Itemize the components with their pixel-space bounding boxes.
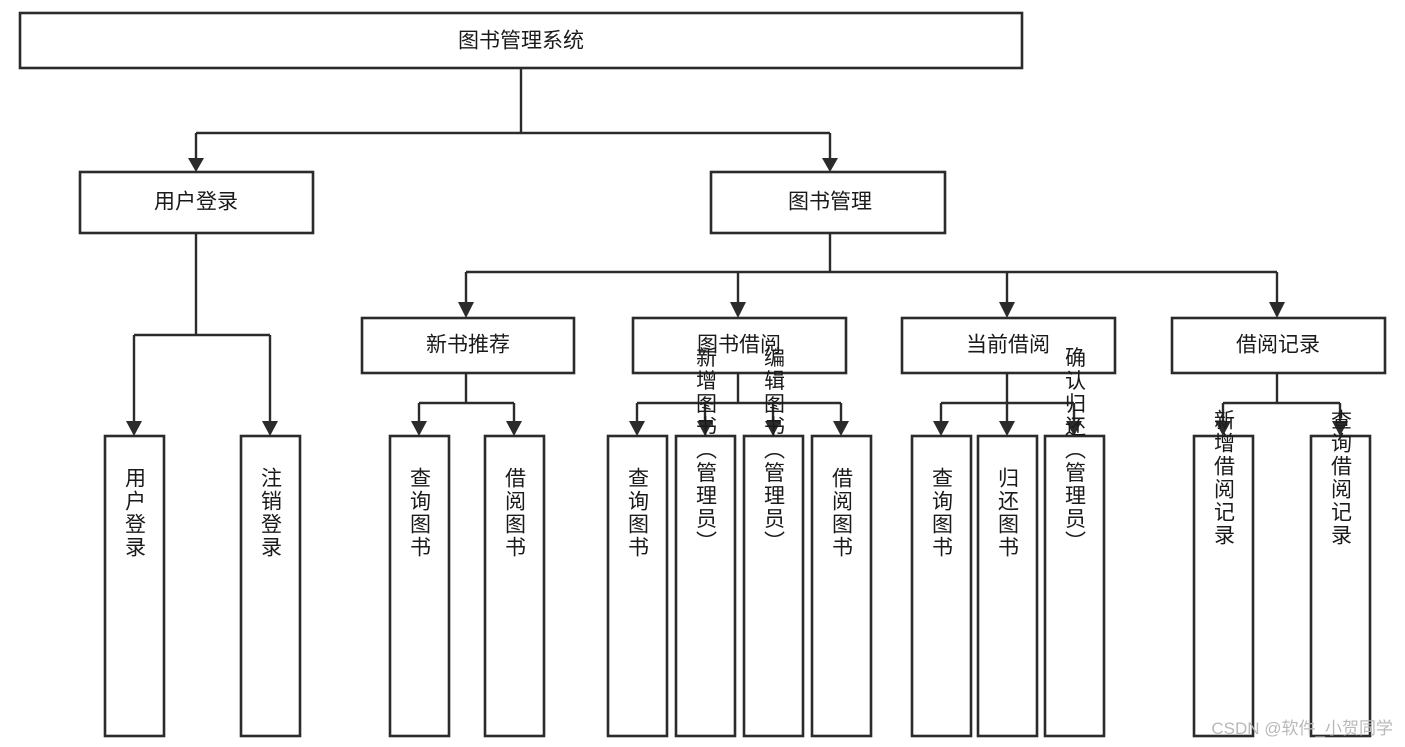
node-leaf-add-record-label: 新增借阅记录 (1212, 409, 1236, 547)
arrowhead-leaf-query-book-3 (933, 421, 949, 436)
node-root[interactable]: 图书管理系统 (18, 11, 1024, 70)
arrowhead-leaf-query-book-1 (411, 421, 427, 436)
node-leaf-confirm-return-box[interactable] (1043, 434, 1106, 738)
arrowhead-leaf-borrow-book-1 (506, 421, 522, 436)
node-leaf-user-login[interactable]: 用户登录 (103, 434, 166, 738)
node-borrow-record-box[interactable] (1170, 316, 1387, 375)
node-current-borrow[interactable]: 当前借阅 (900, 316, 1117, 375)
watermark-text: CSDN @软件_小贺同学 (1211, 719, 1393, 738)
node-leaf-add-book[interactable]: 新增图书（管理员） (674, 347, 737, 738)
node-leaf-query-book-2-label: 查询图书 (626, 467, 650, 559)
node-leaf-query-book-1-box[interactable] (388, 434, 451, 738)
node-leaf-logout[interactable]: 注销登录 (239, 434, 302, 738)
connector-group (126, 68, 1348, 436)
node-leaf-borrow-book-1-label: 借阅图书 (503, 467, 527, 559)
node-book-borrow-label: 图书借阅 (697, 334, 781, 357)
node-leaf-return-book-box[interactable] (976, 434, 1039, 738)
arrowhead-leaf-add-record (1215, 421, 1231, 436)
node-leaf-query-record-label: 查询借阅记录 (1329, 409, 1353, 547)
node-leaf-borrow-book-2[interactable]: 借阅图书 (810, 434, 873, 738)
node-leaf-borrow-book-2-box[interactable] (810, 434, 873, 738)
node-current-borrow-label: 当前借阅 (966, 334, 1050, 357)
node-user-login-box[interactable] (78, 170, 315, 235)
node-book-manage-box[interactable] (709, 170, 947, 235)
node-new-book-rec[interactable]: 新书推荐 (360, 316, 576, 375)
node-root-box[interactable] (18, 11, 1024, 70)
node-user-login[interactable]: 用户登录 (78, 170, 315, 235)
node-leaf-query-record[interactable]: 查询借阅记录 (1309, 409, 1372, 738)
node-leaf-borrow-book-1[interactable]: 借阅图书 (483, 434, 546, 738)
node-leaf-confirm-return[interactable]: 确认归还（管理员） (1043, 347, 1106, 738)
node-leaf-add-book-label: 新增图书（管理员） (694, 347, 718, 554)
node-leaf-add-record-box[interactable] (1192, 434, 1255, 738)
arrowhead-leaf-user-login (126, 421, 142, 436)
node-leaf-user-login-box[interactable] (103, 434, 166, 738)
node-leaf-query-record-box[interactable] (1309, 434, 1372, 738)
arrowhead-leaf-add-book (697, 421, 713, 436)
node-leaf-edit-book-box[interactable] (742, 434, 805, 738)
node-current-borrow-box[interactable] (900, 316, 1117, 375)
node-book-manage-label: 图书管理 (788, 191, 872, 214)
node-leaf-query-book-1[interactable]: 查询图书 (388, 434, 451, 738)
arrowhead-leaf-borrow-book-2 (833, 421, 849, 436)
arrowhead-book-manage (822, 158, 838, 172)
node-leaf-query-book-2-box[interactable] (606, 434, 669, 738)
node-new-book-rec-label: 新书推荐 (426, 334, 510, 357)
arrowhead-leaf-return-book (999, 421, 1015, 436)
arrowhead-leaf-query-record (1332, 421, 1348, 436)
node-leaf-add-record[interactable]: 新增借阅记录 (1192, 409, 1255, 738)
node-leaf-user-login-label: 用户登录 (123, 467, 147, 559)
node-leaf-query-book-1-label: 查询图书 (408, 467, 432, 559)
node-leaf-edit-book[interactable]: 编辑图书（管理员） (742, 347, 805, 738)
node-leaf-edit-book-label: 编辑图书（管理员） (762, 347, 786, 554)
node-borrow-record-label: 借阅记录 (1236, 334, 1320, 357)
node-leaf-borrow-book-2-label: 借阅图书 (830, 467, 854, 559)
node-leaf-query-book-2[interactable]: 查询图书 (606, 434, 669, 738)
node-book-borrow-box[interactable] (631, 316, 848, 375)
node-user-login-label: 用户登录 (154, 191, 238, 214)
node-borrow-record[interactable]: 借阅记录 (1170, 316, 1387, 375)
arrowhead-leaf-edit-book (765, 421, 781, 436)
arrowhead-leaf-logout (262, 421, 278, 436)
node-leaf-return-book-label: 归还图书 (996, 467, 1020, 559)
node-leaf-query-book-3-box[interactable] (910, 434, 973, 738)
arrowhead-book-borrow (730, 302, 746, 318)
node-leaf-add-book-box[interactable] (674, 434, 737, 738)
node-leaf-logout-label: 注销登录 (259, 467, 283, 559)
arrowhead-current-borrow (999, 302, 1015, 318)
arrowhead-leaf-query-book-2 (629, 421, 645, 436)
node-leaf-confirm-return-label: 确认归还（管理员） (1063, 347, 1087, 554)
arrowhead-user-login (188, 158, 204, 172)
node-root-label: 图书管理系统 (458, 30, 584, 53)
node-leaf-logout-box[interactable] (239, 434, 302, 738)
node-book-manage[interactable]: 图书管理 (709, 170, 947, 235)
arrowhead-leaf-confirm-return (1066, 421, 1082, 436)
arrowhead-borrow-record (1269, 302, 1285, 318)
node-leaf-query-book-3-label: 查询图书 (930, 467, 954, 559)
node-leaf-query-book-3[interactable]: 查询图书 (910, 434, 973, 738)
node-leaf-borrow-book-1-box[interactable] (483, 434, 546, 738)
node-book-borrow[interactable]: 图书借阅 (631, 316, 848, 375)
node-new-book-rec-box[interactable] (360, 316, 576, 375)
arrowhead-new-book-rec (458, 302, 474, 318)
node-leaf-return-book[interactable]: 归还图书 (976, 434, 1039, 738)
